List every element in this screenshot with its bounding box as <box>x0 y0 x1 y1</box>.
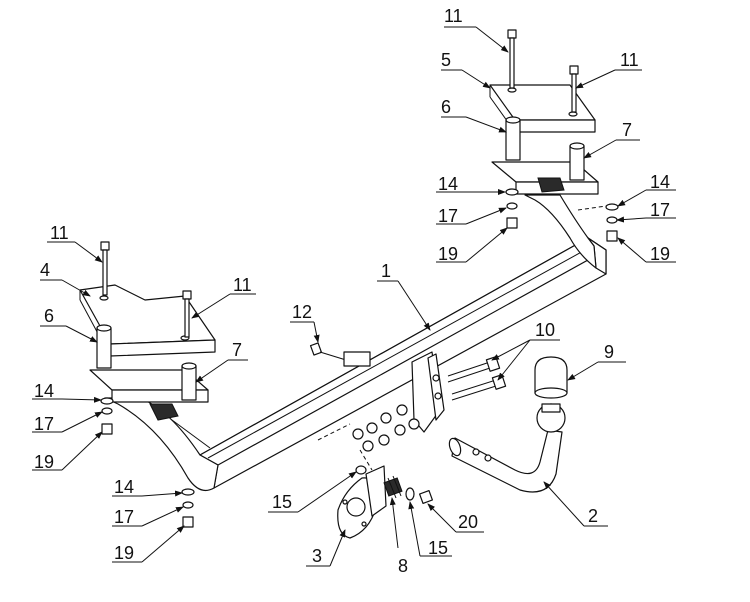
callout-10: 10 <box>535 320 555 340</box>
bracket-bolts <box>447 356 507 401</box>
callout-7-right: 7 <box>622 120 632 140</box>
left-spacer-rear <box>181 362 197 401</box>
right-bolt-front <box>507 29 517 89</box>
right-spacer-front <box>505 116 521 161</box>
left-spacer-front <box>96 324 112 369</box>
callout-4: 4 <box>40 260 50 280</box>
callout-17-right-rear: 17 <box>650 200 670 220</box>
callout-6-right: 6 <box>441 97 451 117</box>
callout-19-right-front: 19 <box>438 244 458 264</box>
callout-9: 9 <box>604 342 614 362</box>
callout-7-left: 7 <box>232 340 242 360</box>
callout-1: 1 <box>381 261 391 281</box>
callout-11-left-front: 11 <box>50 223 69 243</box>
ball-cover <box>534 356 568 399</box>
callout-20: 20 <box>458 512 478 532</box>
callout-5: 5 <box>441 50 451 70</box>
callout-12: 12 <box>292 302 312 322</box>
callout-11-left-rear: 11 <box>233 275 252 295</box>
callout-17-right-front: 17 <box>438 206 458 226</box>
right-spacer-rear <box>569 142 585 181</box>
tow-ball <box>536 403 566 433</box>
callout-19-right-rear: 19 <box>650 244 670 264</box>
center-bolt <box>309 342 371 367</box>
callout-17-left-front: 17 <box>34 414 54 434</box>
left-bolt-front <box>100 241 110 296</box>
callout-14-left-front: 14 <box>34 381 54 401</box>
right-bolt-rear <box>569 65 579 113</box>
callout-19-left-front: 19 <box>34 452 54 472</box>
right-fasteners-rear <box>605 203 619 242</box>
callout-14-left-rear: 14 <box>114 477 134 497</box>
callout-2: 2 <box>588 506 598 526</box>
bracket-nuts <box>352 404 420 452</box>
left-fasteners-front <box>100 397 114 435</box>
left-fasteners-rear <box>181 488 195 528</box>
callout-14-right-front: 14 <box>438 174 458 194</box>
coil-bushing <box>383 475 403 499</box>
socket-plate <box>337 477 379 539</box>
callout-15-left: 15 <box>272 492 292 512</box>
callout-11-right-top: 11 <box>444 6 463 26</box>
nut-20 <box>418 489 434 505</box>
washer-15-left <box>355 465 367 475</box>
callout-15-right: 15 <box>428 538 448 558</box>
callout-17-left-rear: 17 <box>114 507 134 527</box>
right-fasteners-front <box>505 188 519 229</box>
callout-8: 8 <box>398 556 408 576</box>
callout-11-right-rear: 11 <box>620 50 639 70</box>
callout-19-left-rear: 19 <box>114 543 134 563</box>
left-bolt-rear <box>182 290 192 338</box>
ball-mount-bracket <box>411 351 445 433</box>
leader-lines <box>32 26 676 567</box>
callout-6-left: 6 <box>44 306 54 326</box>
callout-14-right-rear: 14 <box>650 172 670 192</box>
washer-15-right <box>405 487 415 501</box>
socket-holder <box>365 465 387 517</box>
ball-neck <box>448 429 563 493</box>
right-mounting-plate <box>489 84 596 133</box>
callout-3: 3 <box>312 546 322 566</box>
